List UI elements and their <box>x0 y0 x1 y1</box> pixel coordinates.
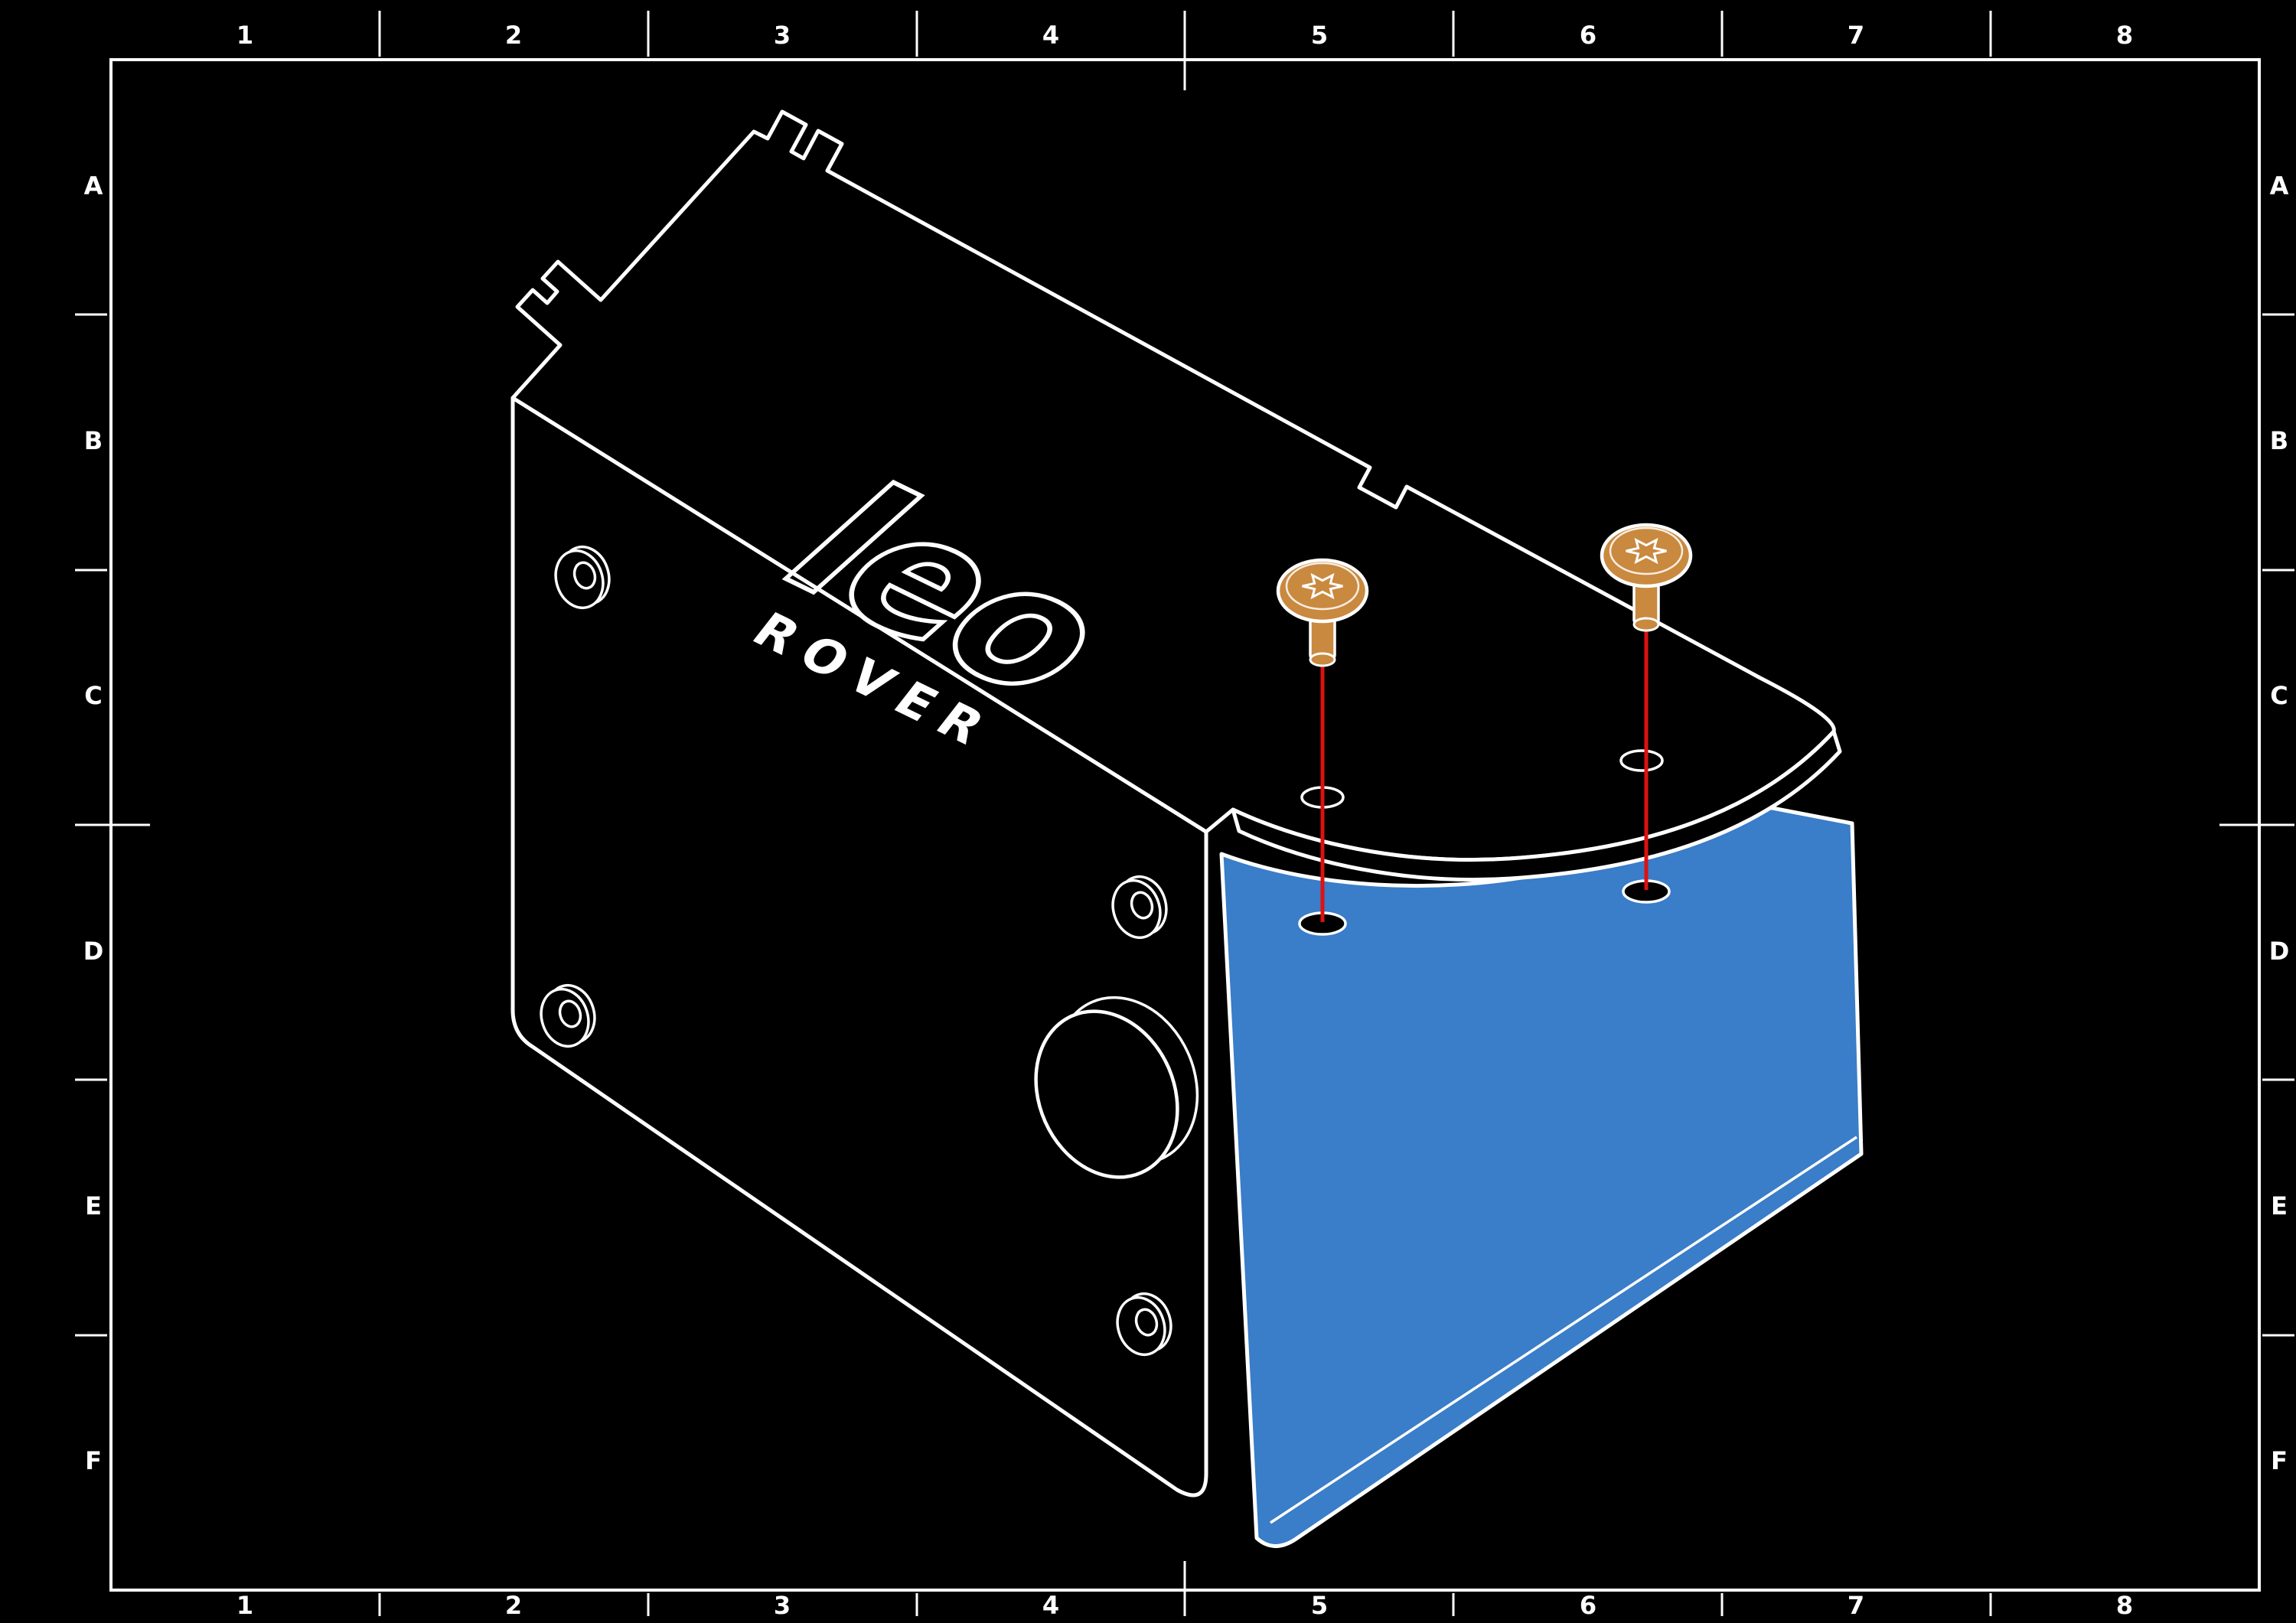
grid-col-label-bottom-8: 8 <box>2116 1591 2133 1620</box>
grid-row-label-left-c: C <box>84 681 102 710</box>
grid-col-label-top-3: 3 <box>774 21 791 50</box>
grid-row-label-left-a: A <box>84 171 103 200</box>
grid-col-label-bottom-2: 2 <box>505 1591 522 1620</box>
grid-col-label-bottom-6: 6 <box>1580 1591 1596 1620</box>
grommet-hole-bottom-right <box>1116 1292 1172 1357</box>
body-left-face <box>510 396 1208 1498</box>
grid-col-label-top-4: 4 <box>1042 21 1059 50</box>
grid-row-label-right-b: B <box>2270 426 2288 455</box>
torx-recess-icon <box>1302 572 1343 600</box>
grid-col-label-top-8: 8 <box>2116 21 2133 50</box>
grommet-hole-mid-right <box>1111 875 1168 940</box>
screw-left-dome <box>1285 562 1360 611</box>
grid-col-label-bottom-3: 3 <box>774 1591 791 1620</box>
lid-screw-hole-right <box>1619 749 1664 772</box>
grid-col-label-bottom-1: 1 <box>236 1591 253 1620</box>
screw-left-tip <box>1309 652 1336 667</box>
lid-flange-skirt <box>1231 729 1842 882</box>
screw-left <box>1276 558 1369 667</box>
grid-row-label-right-e: E <box>2271 1191 2288 1221</box>
grid-row-label-right-c: C <box>2270 681 2288 710</box>
grid-col-label-top-6: 6 <box>1580 21 1596 50</box>
grid-col-label-top-7: 7 <box>1848 21 1864 50</box>
screw-right-dome <box>1609 526 1684 575</box>
drawing-frame: 1 2 3 4 5 6 7 8 1 2 3 4 5 6 7 8 A B C D … <box>75 11 2294 1620</box>
rover-body: leo ROVER <box>510 109 1836 1498</box>
grid-row-label-right-f: F <box>2271 1446 2288 1475</box>
grid-row-label-right-d: D <box>2269 937 2290 966</box>
grid-col-label-top-1: 1 <box>236 21 253 50</box>
grid-col-label-top-5: 5 <box>1311 21 1328 50</box>
grid-row-label-right-a: A <box>2270 171 2289 200</box>
large-port-hole <box>1034 996 1199 1179</box>
panel-fold-line <box>1270 1136 1857 1524</box>
grid-col-label-bottom-5: 5 <box>1311 1591 1328 1620</box>
grid-row-label-left-d: D <box>83 937 104 966</box>
grid-col-label-bottom-4: 4 <box>1042 1591 1059 1620</box>
grid-col-label-bottom-7: 7 <box>1848 1591 1864 1620</box>
screw-right <box>1600 523 1693 632</box>
grid-col-label-top-2: 2 <box>505 21 522 50</box>
screw-right-tip <box>1632 617 1660 632</box>
torx-recess-icon <box>1626 537 1667 565</box>
grommet-hole-bottom-left <box>540 983 596 1048</box>
grid-row-label-left-b: B <box>84 426 103 455</box>
grid-row-label-left-f: F <box>85 1446 102 1475</box>
grommet-hole-top-left <box>554 545 611 610</box>
grid-row-label-left-e: E <box>85 1191 102 1221</box>
